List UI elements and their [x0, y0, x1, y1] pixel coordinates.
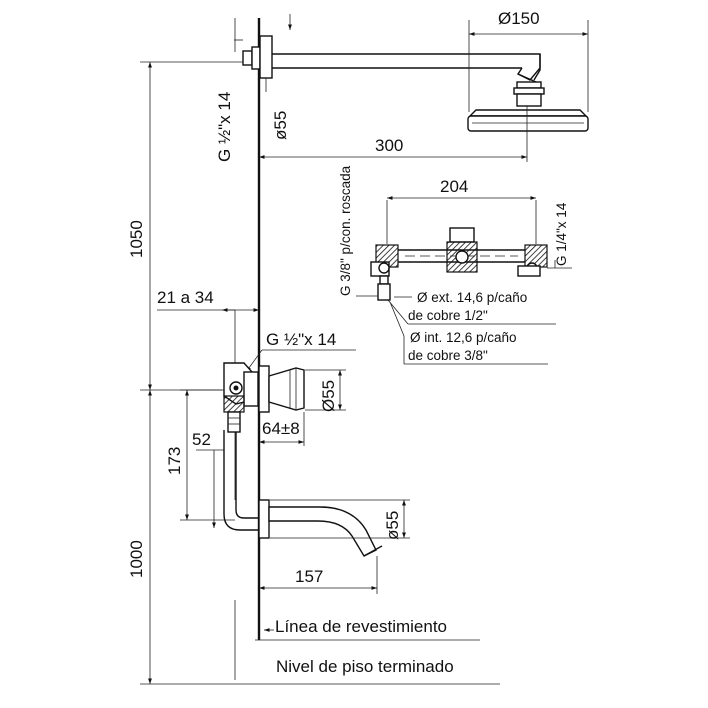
label-mixer-flange: Ø55 [319, 380, 338, 412]
note-inner-diameter: Ø int. 12,6 p/caño de cobre 3/8" [389, 301, 548, 365]
dim-valve-width: 204 [386, 177, 537, 244]
label-thread-top: G ½"x 14 [215, 92, 234, 162]
bath-spout [258, 499, 383, 557]
label-inner-diameter-1: Ø int. 12,6 p/caño [410, 330, 517, 345]
finished-floor-label-group: Nivel de piso terminado [276, 657, 454, 676]
label-spout-length: 157 [295, 567, 323, 586]
label-wall-range: 21 a 34 [157, 288, 214, 307]
mixer-body [223, 362, 305, 433]
label-mixer-thread: G ½"x 14 [266, 330, 336, 349]
dim-wall-range: 21 a 34 [157, 288, 259, 312]
dim-thread-right: G 1/4"x 14 [547, 202, 572, 269]
label-height-floor: 1000 [127, 540, 146, 578]
label-spout-flange: ø55 [383, 511, 402, 540]
label-thread-left: G 3/8" p/con. roscada [338, 165, 353, 296]
mixer-to-spout-pipe [223, 430, 259, 531]
cladding-line-label-group: Línea de revestimiento [264, 617, 447, 636]
dim-spout-length: 157 [259, 556, 378, 594]
label-top-flange: ø55 [271, 111, 290, 140]
label-thread-right: G 1/4"x 14 [554, 202, 569, 266]
dim-head-diameter: Ø150 [468, 9, 589, 112]
dim-mixer-thread: G ½"x 14 [245, 330, 356, 373]
dim-mixer-depth: 64±8 [259, 412, 305, 446]
label-cladding-line: Línea de revestimiento [275, 617, 447, 636]
label-arm-length: 300 [375, 136, 403, 155]
dim-thread-left: G 3/8" p/con. roscada [338, 165, 378, 297]
shower-arm [242, 35, 541, 83]
label-inner-diameter-2: de cobre 3/8" [408, 348, 488, 363]
dim-top-flange: ø55 [265, 78, 290, 140]
label-outer-diameter-1: Ø ext. 14,6 p/caño [417, 290, 527, 305]
dim-depth-52: 52 [192, 430, 224, 528]
dim-height-total: 1050 [127, 61, 243, 391]
dim-spout-flange: ø55 [270, 499, 410, 540]
label-height-total: 1050 [127, 220, 146, 258]
label-valve-width: 204 [440, 177, 468, 196]
label-finished-floor: Nivel de piso terminado [276, 657, 454, 676]
dim-top-thread-ticks [234, 14, 292, 41]
note-outer-diameter: Ø ext. 14,6 p/caño de cobre 1/2" [387, 290, 556, 325]
dim-mixer-flange: Ø55 [305, 369, 346, 412]
label-mixer-depth: 64±8 [262, 419, 300, 438]
label-outer-diameter-2: de cobre 1/2" [408, 308, 488, 323]
label-height-173: 173 [165, 447, 184, 475]
dim-height-floor: 1000 [127, 390, 152, 684]
shower-head [467, 81, 589, 132]
dim-height-173: 173 [165, 389, 235, 521]
valve-body-detail [370, 227, 548, 301]
label-head-diameter: Ø150 [498, 9, 540, 28]
dim-arm-length: 300 [259, 106, 528, 162]
label-depth-52: 52 [192, 430, 211, 449]
